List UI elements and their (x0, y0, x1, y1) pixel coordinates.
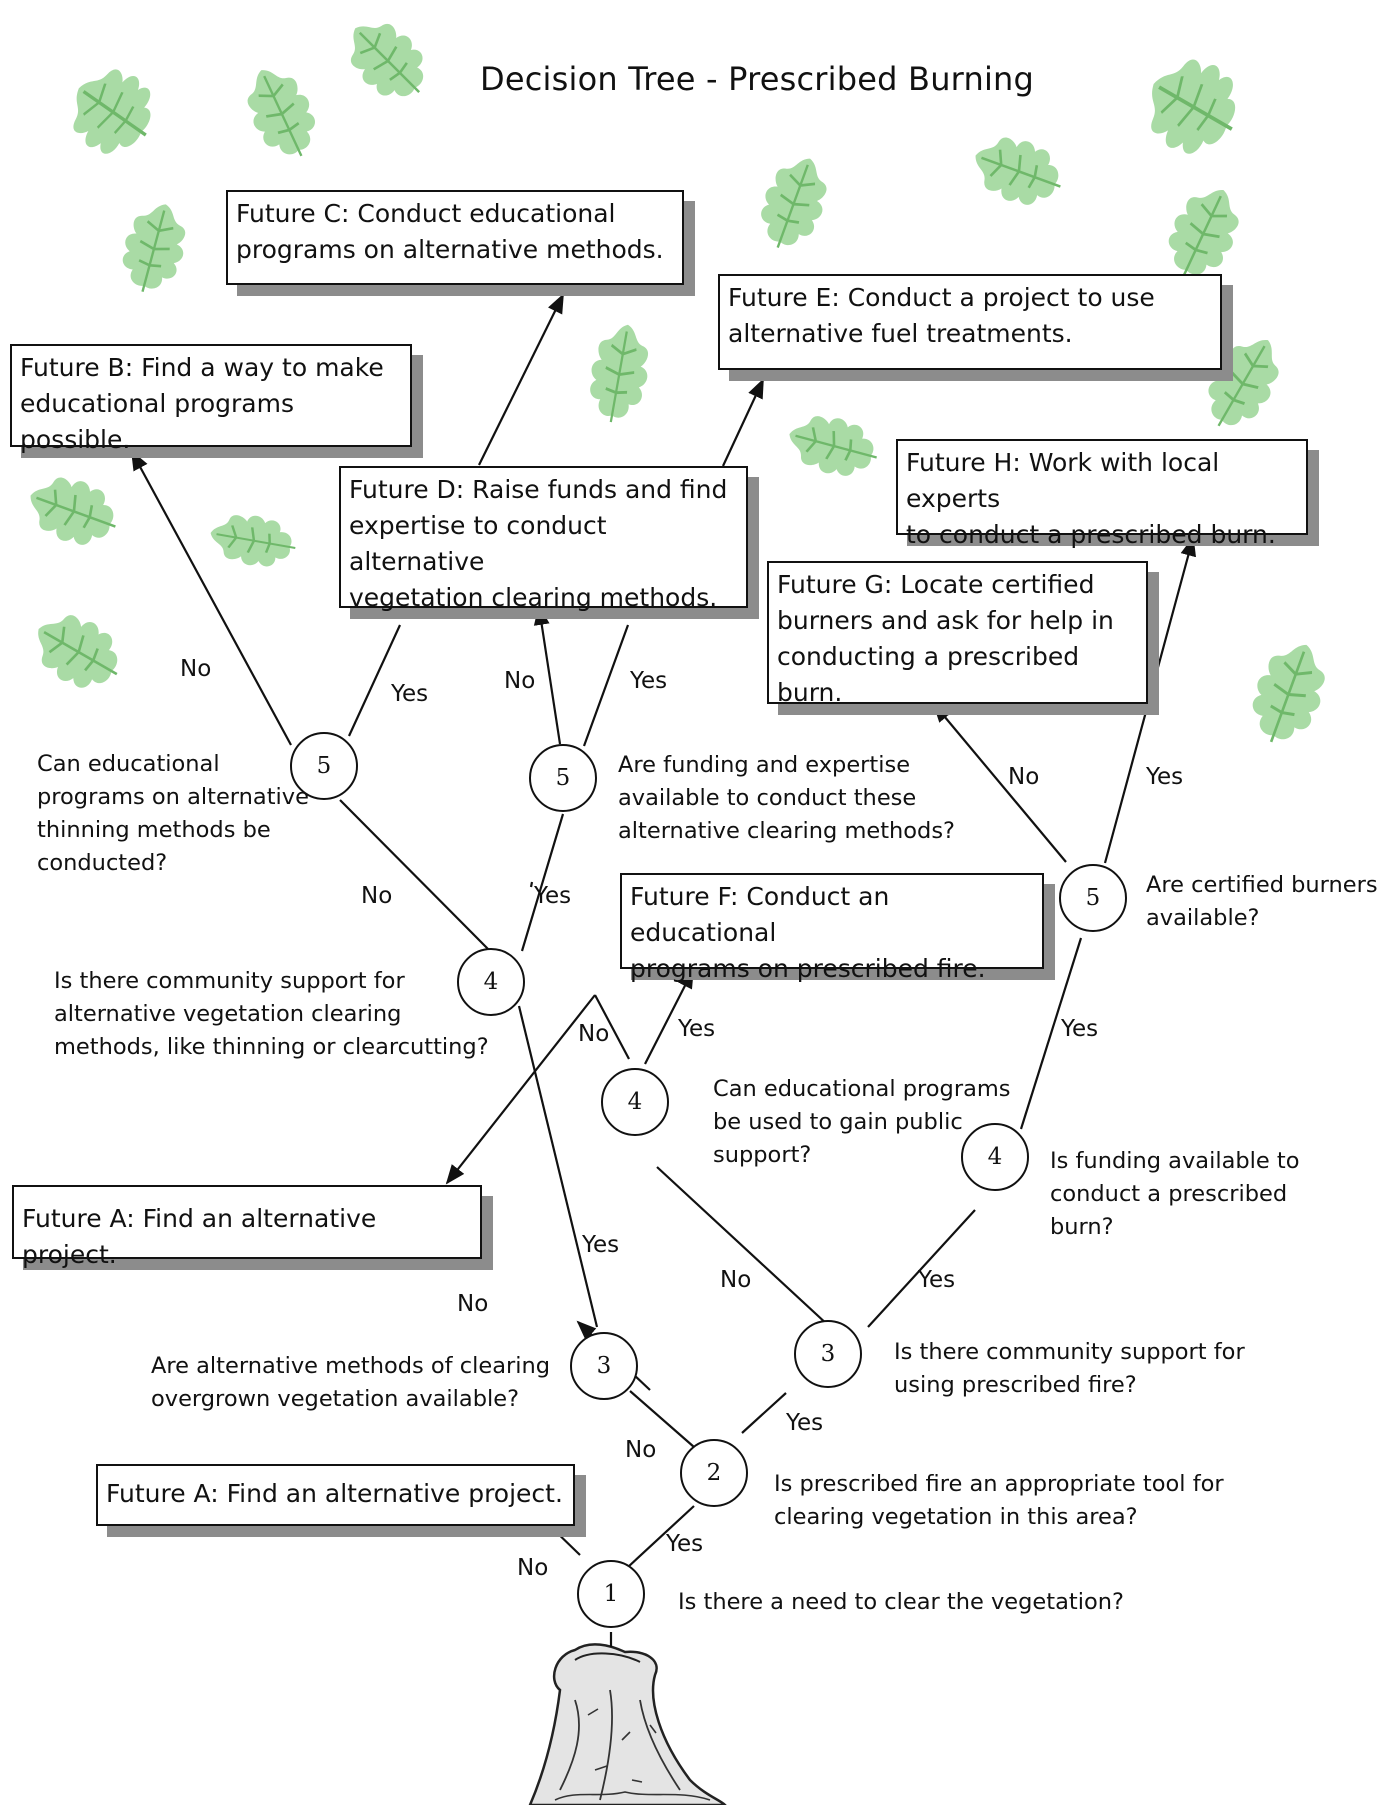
decision-node-3-left: 3 (570, 1332, 638, 1400)
decision-node-5-left: 5 (290, 732, 358, 800)
edge-label-no: No (504, 668, 536, 694)
question-3-left: Are alternative methods of clearing over… (151, 1353, 551, 1412)
edge-label-no: No (625, 1437, 657, 1463)
future-a-line: Future A: Find an alternative project. (106, 1479, 563, 1508)
edge-label-yes: Yes (630, 668, 668, 694)
oak-leaf-icon (1128, 41, 1258, 172)
oak-leaf-icon (205, 507, 301, 574)
oak-leaf-icon (20, 599, 135, 704)
edge-label-no: No (457, 1291, 489, 1317)
edge-label-no: No (180, 656, 212, 682)
question-5-left: Can educational programs on alternative … (37, 751, 309, 876)
edge-label-yes: Yes (786, 1410, 824, 1436)
edge-label-yes: Yes (534, 883, 572, 909)
future-f-box: Future F: Conduct an educational program… (620, 873, 1044, 983)
tree-edges (131, 293, 1196, 1647)
future-f-line: programs on prescribed fire. (630, 954, 986, 983)
future-e-line: alternative fuel treatments. (728, 319, 1073, 348)
decision-node-4-left: 4 (457, 948, 525, 1016)
tree-stump-icon (528, 1643, 727, 1805)
future-e-line: Future E: Conduct a project to use (728, 283, 1155, 312)
edge-label-no: No (517, 1555, 549, 1581)
edge-label-yes: Yes (582, 1232, 620, 1258)
future-g-box: Future G: Locate certified burners and a… (767, 561, 1148, 707)
future-b-line: Future B: Find a way to make (20, 353, 384, 382)
oak-leaf-icon (581, 318, 658, 429)
edge-label-yes: Yes (391, 681, 429, 707)
future-a-line: Future A: Find an alternative project. (22, 1204, 377, 1269)
future-d-line: vegetation clearing methods. (349, 583, 718, 612)
question-1: Is there a need to clear the vegetation? (678, 1589, 1124, 1615)
decision-node-5-right: 5 (1059, 864, 1127, 932)
future-h-box: Future H: Work with local experts to con… (896, 439, 1308, 549)
future-b-line: educational programs possible. (20, 389, 294, 454)
decision-node-1: 1 (577, 1560, 645, 1628)
decision-node-2: 2 (680, 1439, 748, 1507)
question-3-right: Is there community support for using pre… (894, 1339, 1245, 1398)
future-b-box: Future B: Find a way to make educational… (10, 344, 412, 454)
future-h-line: Future H: Work with local experts (906, 448, 1220, 513)
edge-label-no: No (720, 1267, 752, 1293)
edge-label-yes: Yes (918, 1267, 956, 1293)
oak-leaf-icon (18, 464, 128, 558)
question-4-mid: Can educational programs be used to gain… (713, 1076, 1011, 1168)
oak-leaf-icon (1238, 632, 1339, 755)
decision-node-3-right: 3 (794, 1320, 862, 1388)
future-e-box: Future E: Conduct a project to use alter… (718, 274, 1222, 370)
oak-leaf-icon (963, 124, 1073, 218)
future-d-line: expertise to conduct alternative (349, 511, 607, 576)
question-5-right: Are certified burners available? (1146, 872, 1378, 931)
oak-leaf-icon (780, 405, 886, 486)
future-f-line: Future F: Conduct an educational (630, 882, 890, 947)
question-5-mid: Are funding and expertise available to c… (618, 752, 955, 844)
edge-label-no: No (578, 1021, 610, 1047)
question-4-left: Is there community support for alternati… (54, 968, 489, 1060)
future-a-box-lower: Future A: Find an alternative project. (96, 1464, 575, 1526)
edge-label-no: No (1008, 764, 1040, 790)
oak-leaf-icon (1153, 175, 1254, 291)
edge-label-yes: Yes (1146, 764, 1184, 790)
oak-leaf-icon (112, 195, 196, 301)
question-4-right: Is funding available to conduct a prescr… (1050, 1148, 1300, 1240)
question-2: Is prescribed fire an appropriate tool f… (774, 1471, 1224, 1530)
future-c-box: Future C: Conduct educational programs o… (226, 190, 684, 285)
future-g-line: conducting a prescribed burn. (777, 642, 1080, 707)
oak-leaf-icon (233, 56, 330, 170)
future-d-line: Future D: Raise funds and find (349, 475, 728, 504)
oak-leaf-icon (331, 4, 443, 116)
future-a-box-upper: Future A: Find an alternative project. (12, 1185, 482, 1269)
future-g-line: Future G: Locate certified (777, 570, 1095, 599)
edge-label-yes: Yes (1061, 1016, 1099, 1042)
edge-label-yes: Yes (678, 1016, 716, 1042)
edge-label-yes: Yes (666, 1531, 704, 1557)
edge-label-no: No (361, 883, 393, 909)
decision-node-4-right: 4 (961, 1123, 1029, 1191)
future-c-line: programs on alternative methods. (236, 235, 664, 264)
decision-node-5-mid: 5 (529, 744, 597, 812)
decision-node-4-mid: 4 (601, 1068, 669, 1136)
future-c-line: Future C: Conduct educational (236, 199, 616, 228)
future-d-box: Future D: Raise funds and find expertise… (339, 466, 748, 612)
future-h-line: to conduct a prescribed burn. (906, 520, 1276, 549)
future-g-line: burners and ask for help in (777, 606, 1114, 635)
page-title: Decision Tree - Prescribed Burning (480, 60, 1035, 98)
oak-leaf-icon (53, 52, 172, 172)
oak-leaf-icon (748, 147, 840, 260)
